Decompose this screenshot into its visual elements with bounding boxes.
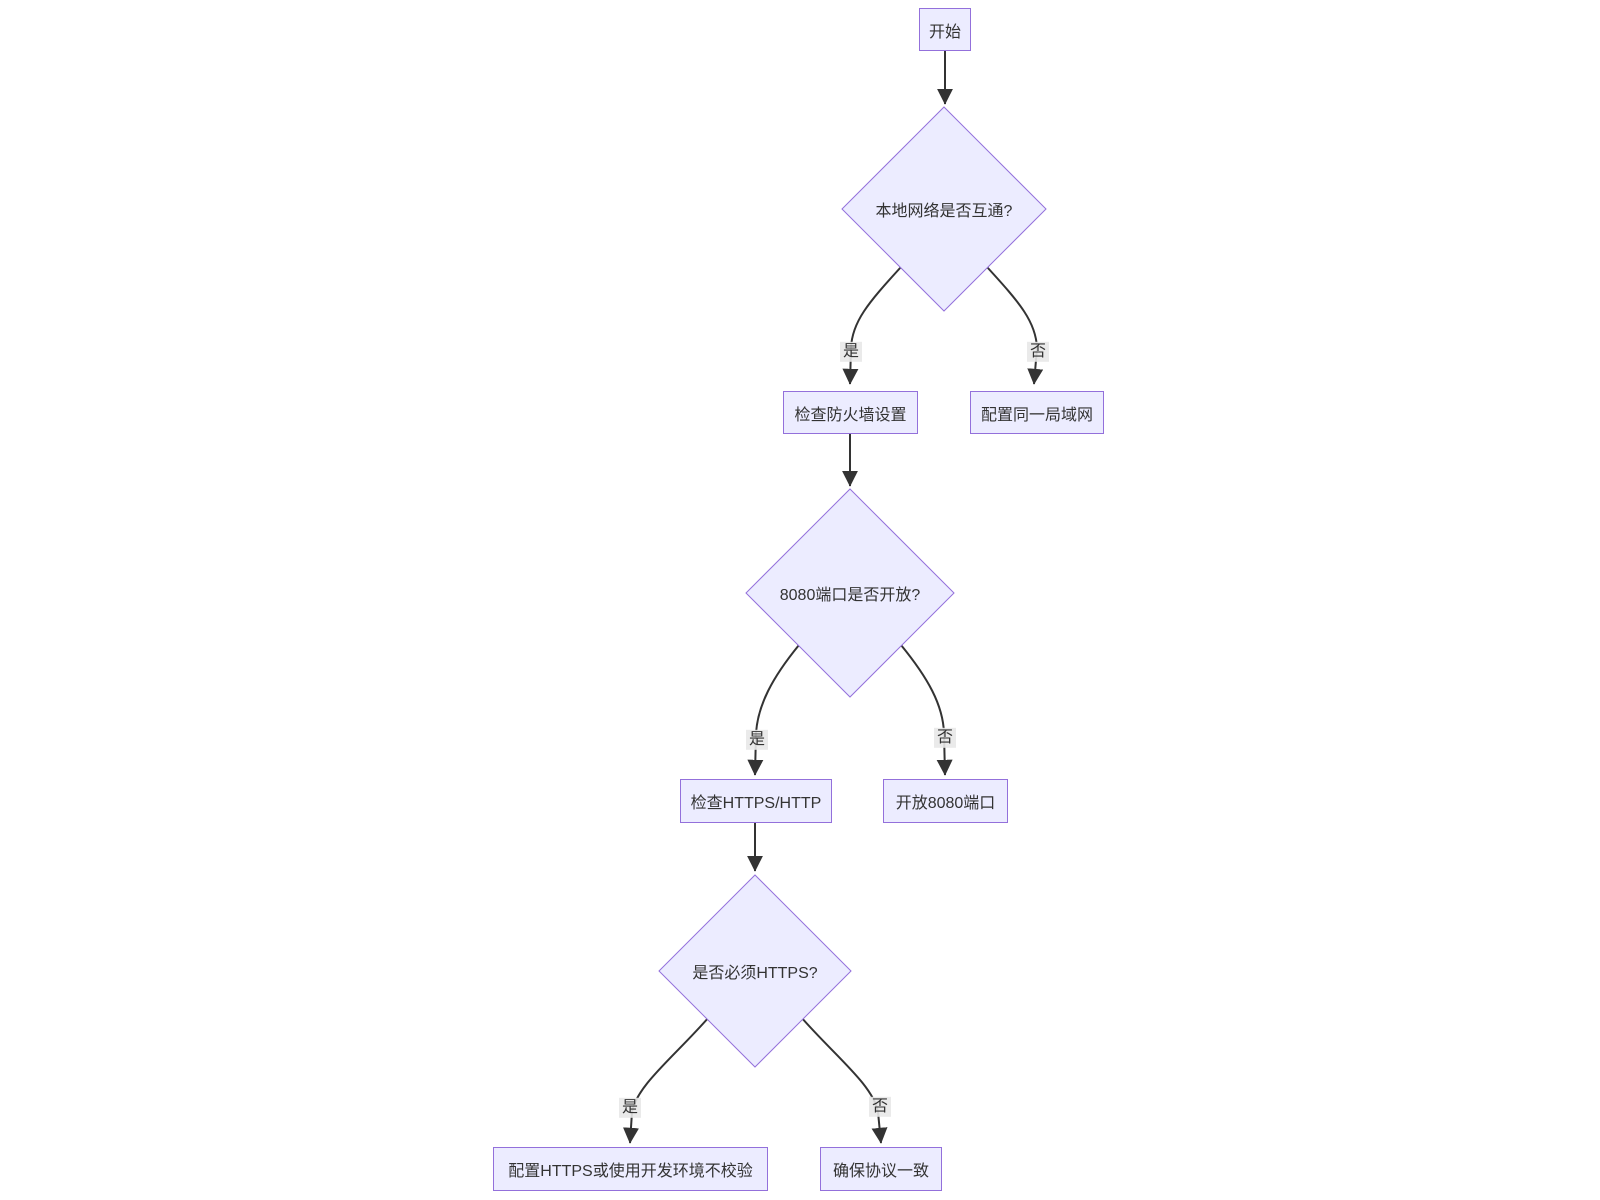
diamond-q-network xyxy=(841,106,1047,312)
edge-label-q-network-yes: 是 xyxy=(839,341,863,363)
node-open-port: 开放8080端口 xyxy=(883,779,1008,823)
node-open-port-label: 开放8080端口 xyxy=(895,795,996,812)
edge-q-network-no xyxy=(986,266,1044,385)
node-start: 开始 xyxy=(919,8,971,51)
node-config-https: 配置HTTPS或使用开发环境不校验 xyxy=(493,1147,768,1191)
node-config-lan: 配置同一局域网 xyxy=(970,391,1104,434)
edge-label-q-port-yes: 是 xyxy=(745,729,769,751)
node-check-firewall-label: 检查防火墙设置 xyxy=(794,406,907,424)
edge-q-network-yes xyxy=(842,266,902,385)
edge-label-q-https-yes: 是 xyxy=(618,1097,642,1119)
edge-q-https-yes xyxy=(622,1016,710,1144)
diamond-q-https xyxy=(658,874,852,1068)
edge-label-q-port-no: 否 xyxy=(933,727,957,749)
edge-label-q-network-no: 否 xyxy=(1026,341,1050,363)
diamond-q-port xyxy=(745,488,955,698)
node-check-firewall: 检查防火墙设置 xyxy=(783,391,918,434)
node-check-https-label: 检查HTTPS/HTTP xyxy=(690,795,822,812)
node-ensure-protocol-label: 确保协议一致 xyxy=(832,1163,929,1180)
node-check-https: 检查HTTPS/HTTP xyxy=(680,779,832,823)
node-ensure-protocol: 确保协议一致 xyxy=(820,1147,942,1191)
node-config-https-label: 配置HTTPS或使用开发环境不校验 xyxy=(508,1163,753,1180)
edge-label-q-https-no: 否 xyxy=(868,1096,892,1118)
edge-q-port-no xyxy=(900,644,953,776)
node-config-lan-label: 配置同一局域网 xyxy=(980,406,1093,424)
node-start-label: 开始 xyxy=(928,23,961,41)
edge-q-https-no xyxy=(800,1016,888,1144)
edge-q-port-yes xyxy=(747,644,800,776)
